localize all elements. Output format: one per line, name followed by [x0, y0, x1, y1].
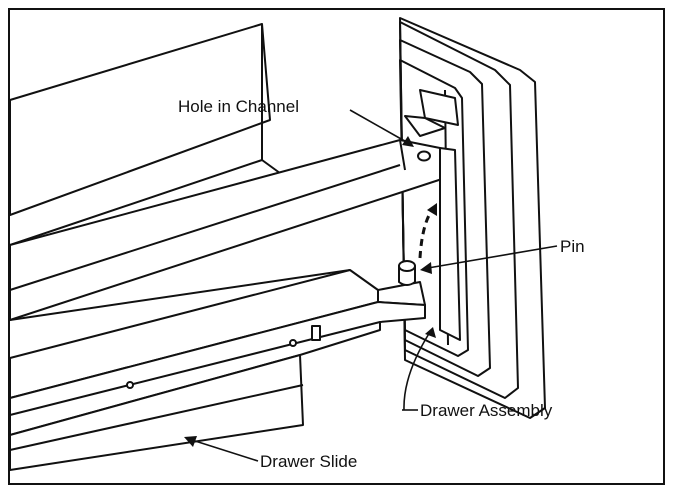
leader-drawer-assembly: [402, 327, 436, 411]
pin: [398, 260, 416, 286]
interior-side-wall: [439, 147, 461, 341]
drawer-slide-assembly: [9, 269, 426, 471]
pin-path-arc: [418, 209, 434, 259]
label-pin: Pin: [560, 237, 585, 256]
slide-hole: [289, 339, 297, 347]
slide-rivet: [126, 381, 134, 389]
pin-path-arrowhead: [427, 203, 437, 216]
leader-hole-in-channel: [349, 109, 414, 147]
leader-drawer-slide: [184, 436, 259, 462]
slide-tab: [311, 325, 321, 341]
leader-pin: [420, 245, 558, 274]
channel-hole: [417, 150, 431, 162]
label-hole-in-channel: Hole in Channel: [178, 97, 299, 116]
label-drawer-slide: Drawer Slide: [260, 452, 358, 471]
cabinet-front-panel: [399, 17, 546, 419]
channel-top-block: [404, 89, 459, 137]
label-drawer-assembly: Drawer Assembly: [420, 401, 553, 420]
upper-channel-rail: [9, 139, 446, 321]
